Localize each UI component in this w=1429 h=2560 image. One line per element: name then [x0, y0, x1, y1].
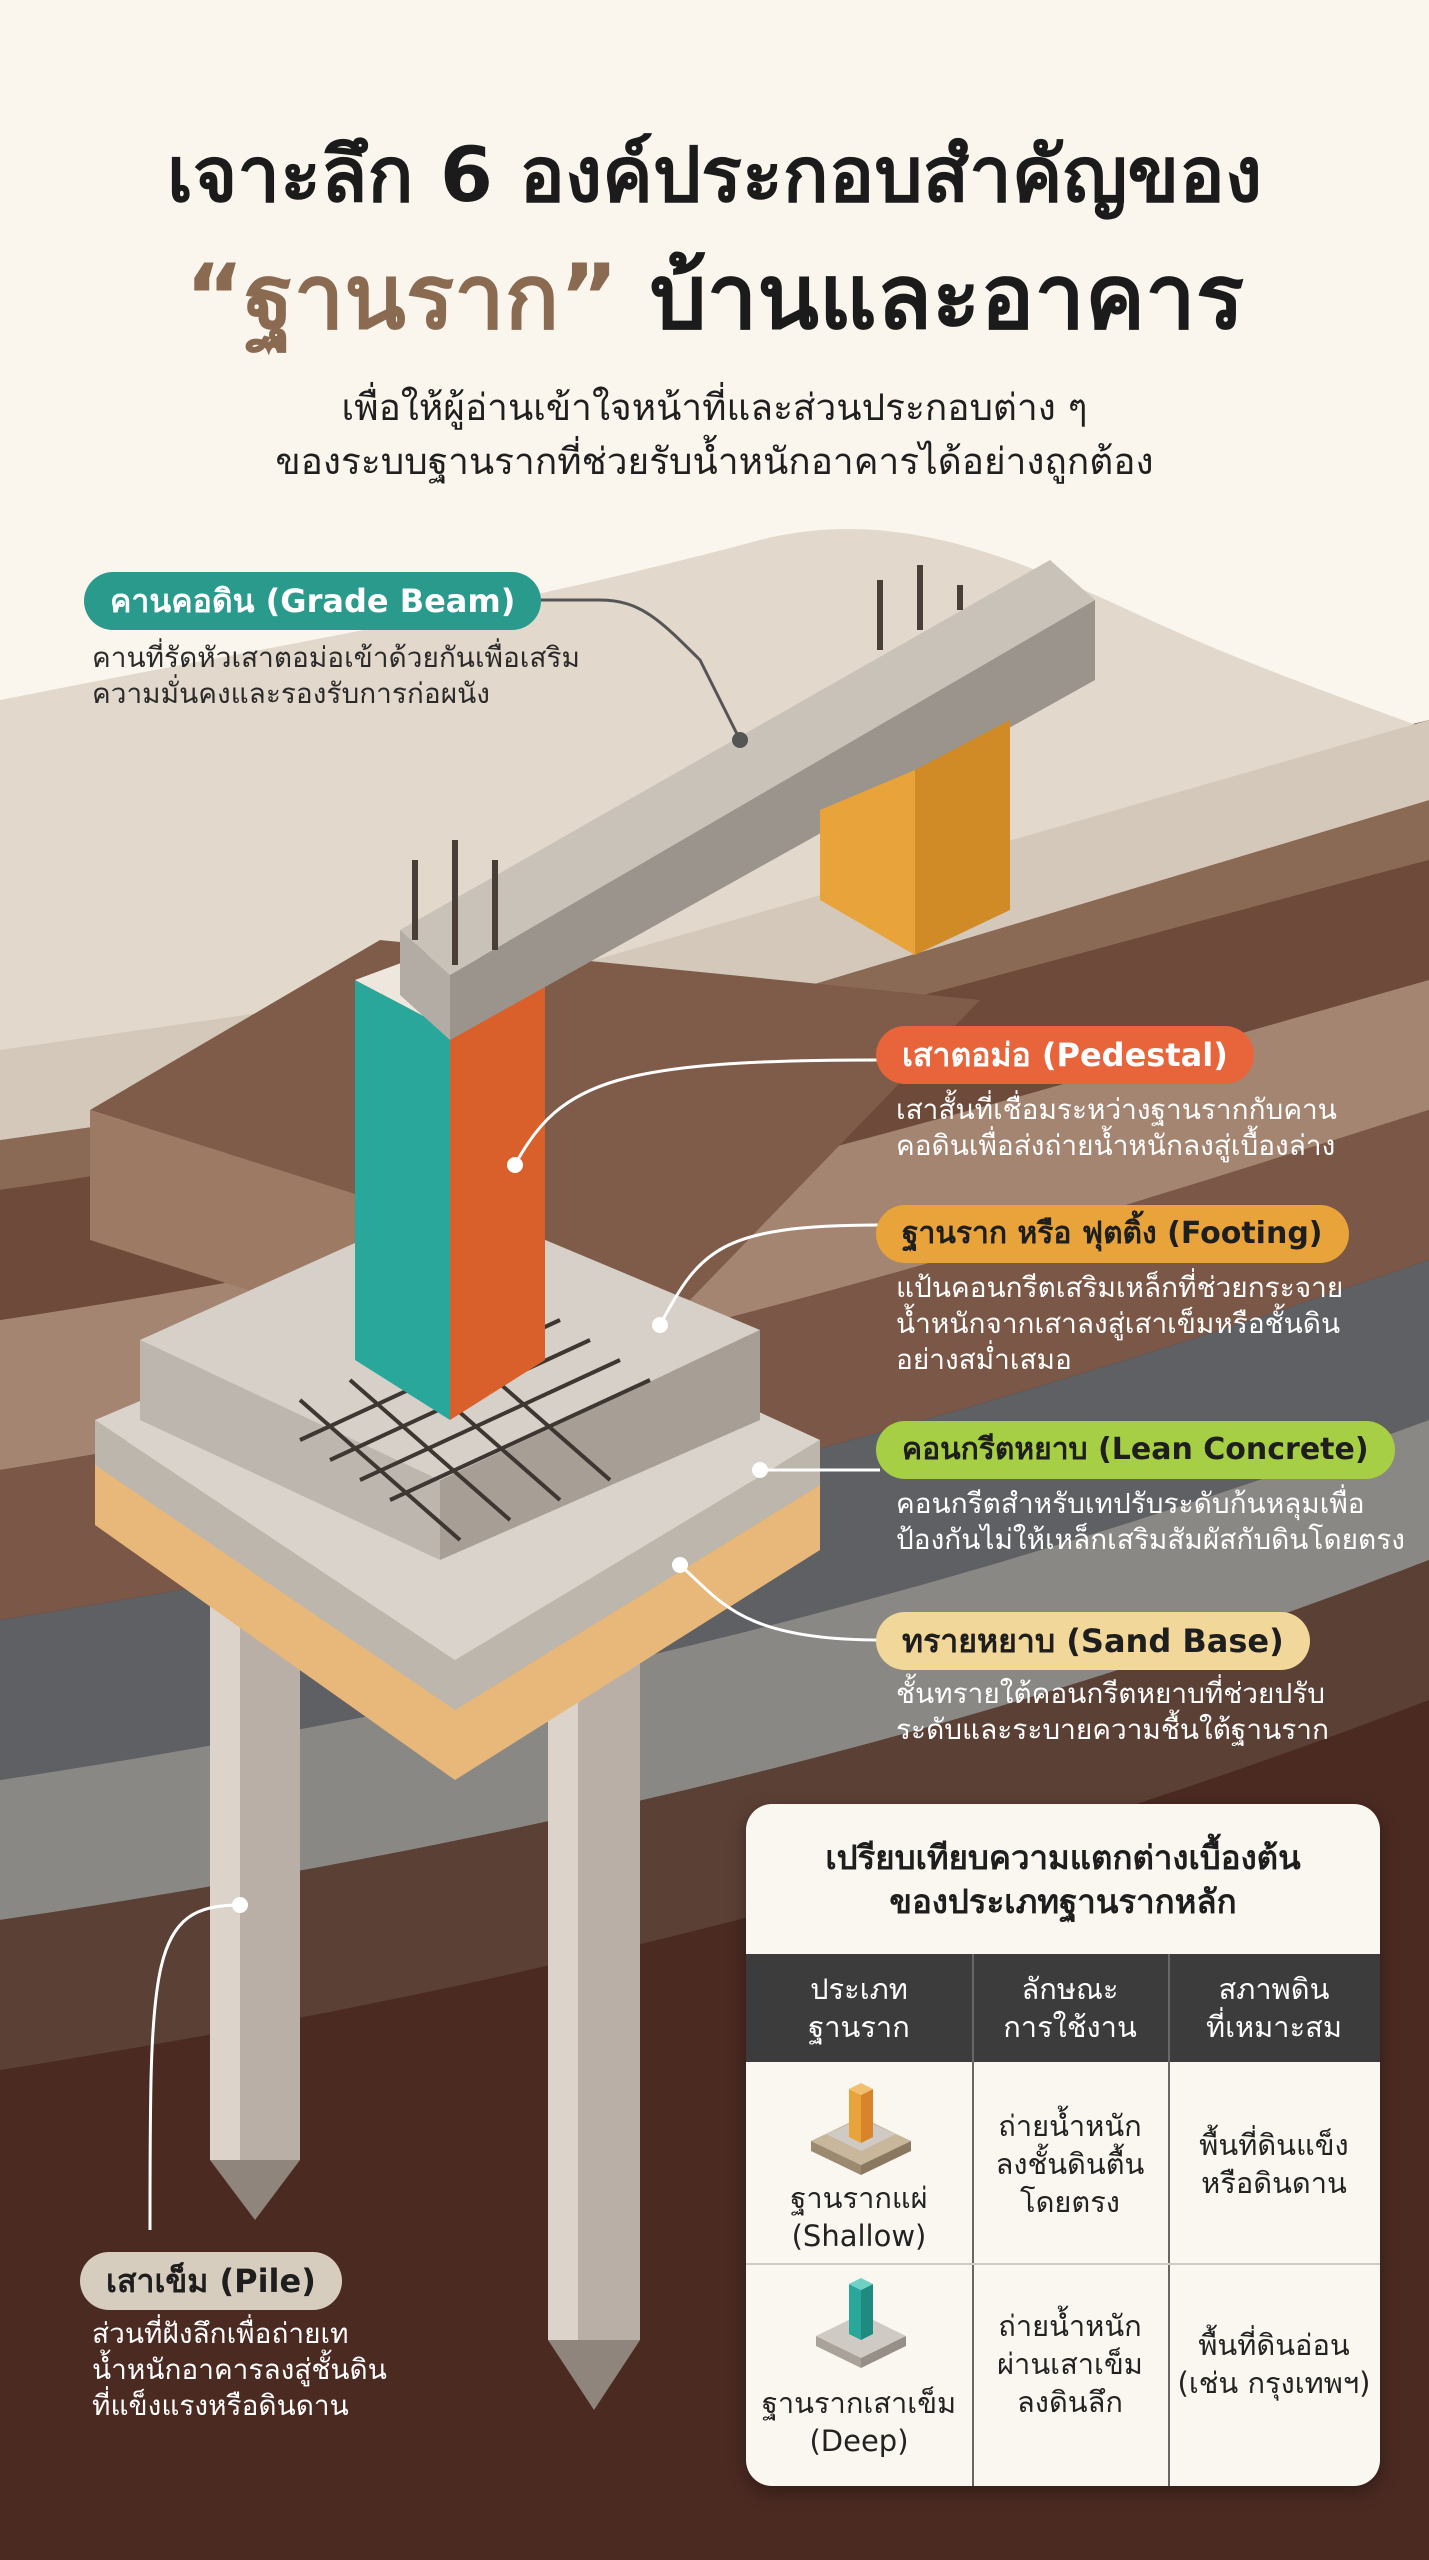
row2-soil-line2: (เช่น กรุงเทพฯ) — [1177, 2366, 1371, 2400]
header-type-line1: ประเภท — [810, 1972, 908, 2006]
piles — [210, 1590, 640, 2410]
grade-beam-desc: คานที่รัดหัวเสาตอม่อเข้าด้วยกันเพื่อเสริ… — [92, 640, 580, 712]
comparison-title-line1: เปรียบเทียบความแตกต่างเบื้องต้น — [825, 1838, 1301, 1877]
sand-base-desc-line1: ชั้นทรายใต้คอนกรีตหยาบที่ช่วยปรับ — [896, 1677, 1326, 1710]
row1-usage-line1: ถ่ายน้ำหนัก — [998, 2109, 1142, 2143]
lean-concrete-desc: คอนกรีตสำหรับเทปรับระดับก้นหลุมเพื่อ ป้อ… — [896, 1486, 1405, 1558]
comparison-card: เปรียบเทียบความแตกต่างเบื้องต้น ของประเภ… — [746, 1804, 1380, 2486]
page-title-line2: “ฐานราก” บ้านและอาคาร — [0, 225, 1429, 368]
subtitle-line2: ของระบบฐานรากที่ช่วยรับน้ำหนักอาคารได้อย… — [275, 440, 1154, 483]
row2-usage-line2: ผ่านเสาเข็ม — [997, 2347, 1143, 2381]
header-usage: ลักษณะ การใช้งาน — [972, 1954, 1168, 2062]
title-highlight: “ฐานราก” — [184, 245, 619, 350]
pedestal-label: เสาตอม่อ (Pedestal) — [876, 1026, 1254, 1084]
lean-concrete-label: คอนกรีตหยาบ (Lean Concrete) — [876, 1421, 1395, 1479]
comparison-table-header: ประเภท ฐานราก ลักษณะ การใช้งาน สภาพดิน ท… — [746, 1954, 1380, 2062]
grade-beam-desc-line1: คานที่รัดหัวเสาตอม่อเข้าด้วยกันเพื่อเสริ… — [92, 641, 580, 674]
row1-type-line1: ฐานรากแผ่ — [790, 2181, 928, 2215]
comparison-title-line2: ของประเภทฐานรากหลัก — [889, 1882, 1237, 1921]
row2-type-line1: ฐานรากเสาเข็ม — [761, 2386, 957, 2420]
row1-type-line2: (Shallow) — [791, 2219, 927, 2253]
header-usage-line1: ลักษณะ — [1021, 1972, 1119, 2006]
sand-base-desc: ชั้นทรายใต้คอนกรีตหยาบที่ช่วยปรับ ระดับแ… — [896, 1676, 1329, 1748]
pile-desc-line1: ส่วนที่ฝังลึกเพื่อถ่ายเท — [92, 2317, 349, 2350]
pedestal-desc-line1: เสาสั้นที่เชื่อมระหว่างฐานรากกับคาน — [896, 1093, 1337, 1126]
column-divider — [1168, 1954, 1170, 2486]
title-rest: บ้านและอาคาร — [618, 245, 1245, 350]
row1-soil: พื้นที่ดินแข็ง หรือดินดาน — [1168, 2066, 1380, 2262]
row2-usage-line3: ลงดินลึก — [1017, 2385, 1123, 2419]
subtitle-line1: เพื่อให้ผู้อ่านเข้าใจหน้าที่และส่วนประกอ… — [341, 386, 1088, 429]
leader-lines — [148, 598, 881, 2231]
pile-footing-icon — [816, 2278, 906, 2368]
row1-soil-line1: พื้นที่ดินแข็ง — [1199, 2128, 1349, 2162]
row1-usage-line3: โดยตรง — [1020, 2185, 1120, 2219]
header-soil-line2: ที่เหมาะสม — [1206, 2010, 1342, 2044]
header-usage-line2: การใช้งาน — [1003, 2010, 1137, 2044]
far-pedestal-column — [820, 720, 1010, 955]
footing-desc-line1: แป้นคอนกรีตเสริมเหล็กที่ช่วยกระจาย — [896, 1271, 1344, 1304]
pile-desc: ส่วนที่ฝังลึกเพื่อถ่ายเท น้ำหนักอาคารลงส… — [92, 2316, 387, 2424]
pedestal-desc: เสาสั้นที่เชื่อมระหว่างฐานรากกับคาน คอดิ… — [896, 1092, 1337, 1164]
header-type: ประเภท ฐานราก — [746, 1954, 972, 2062]
row1-type: ฐานรากแผ่ (Shallow) — [746, 2181, 972, 2253]
row2-type-line2: (Deep) — [809, 2424, 909, 2458]
header-type-line2: ฐานราก — [808, 2010, 910, 2044]
row-divider — [746, 2263, 1380, 2265]
sand-base-desc-line2: ระดับและระบายความชื้นใต้ฐานราก — [896, 1713, 1329, 1746]
footing-label: ฐานราก หรือ ฟุตติ้ง (Footing) — [876, 1205, 1349, 1263]
grade-beam — [400, 560, 1095, 1040]
comparison-title: เปรียบเทียบความแตกต่างเบื้องต้น ของประเภ… — [746, 1836, 1380, 1924]
shallow-footing-icon — [811, 2083, 911, 2175]
row1-usage: ถ่ายน้ำหนัก ลงชั้นดินตื้น โดยตรง — [972, 2066, 1168, 2262]
row1-soil-line2: หรือดินดาน — [1201, 2166, 1347, 2200]
pedestal-desc-line2: คอดินเพื่อส่งถ่ายน้ำหนักลงสู่เบื้องล่าง — [896, 1129, 1336, 1162]
pile-label: เสาเข็ม (Pile) — [80, 2252, 342, 2310]
row2-usage: ถ่ายน้ำหนัก ผ่านเสาเข็ม ลงดินลึก — [972, 2266, 1168, 2462]
header-soil-line1: สภาพดิน — [1218, 1972, 1330, 2006]
row2-soil: พื้นที่ดินอ่อน (เช่น กรุงเทพฯ) — [1168, 2266, 1380, 2462]
footing-desc-line2: น้ำหนักจากเสาลงสู่เสาเข็มหรือชั้นดิน — [896, 1307, 1341, 1340]
sand-base-label: ทรายหยาบ (Sand Base) — [876, 1612, 1310, 1670]
column-divider — [972, 1954, 974, 2486]
lean-concrete-desc-line2: ป้องกันไม่ให้เหล็กเสริมสัมผัสกับดินโดยตร… — [896, 1523, 1405, 1556]
row2-type: ฐานรากเสาเข็ม (Deep) — [746, 2384, 972, 2460]
footing-desc-line3: อย่างสม่ำเสมอ — [896, 1343, 1072, 1376]
pile-desc-line2: น้ำหนักอาคารลงสู่ชั้นดิน — [92, 2353, 387, 2386]
row1-usage-line2: ลงชั้นดินตื้น — [995, 2147, 1145, 2181]
grade-beam-desc-line2: ความมั่นคงและรองรับการก่อผนัง — [92, 677, 490, 710]
pile-desc-line3: ที่แข็งแรงหรือดินดาน — [92, 2389, 349, 2422]
row2-usage-line1: ถ่ายน้ำหนัก — [998, 2309, 1142, 2343]
page-title-line1: เจาะลึก 6 องค์ประกอบสำคัญของ — [166, 130, 1263, 219]
footing-desc: แป้นคอนกรีตเสริมเหล็กที่ช่วยกระจาย น้ำหน… — [896, 1270, 1343, 1378]
header-soil: สภาพดิน ที่เหมาะสม — [1168, 1954, 1380, 2062]
lean-concrete-desc-line1: คอนกรีตสำหรับเทปรับระดับก้นหลุมเพื่อ — [896, 1487, 1365, 1520]
leader-dots — [232, 732, 768, 1913]
grade-beam-label: คานคอดิน (Grade Beam) — [84, 572, 542, 630]
row2-soil-line1: พื้นที่ดินอ่อน — [1198, 2328, 1350, 2362]
